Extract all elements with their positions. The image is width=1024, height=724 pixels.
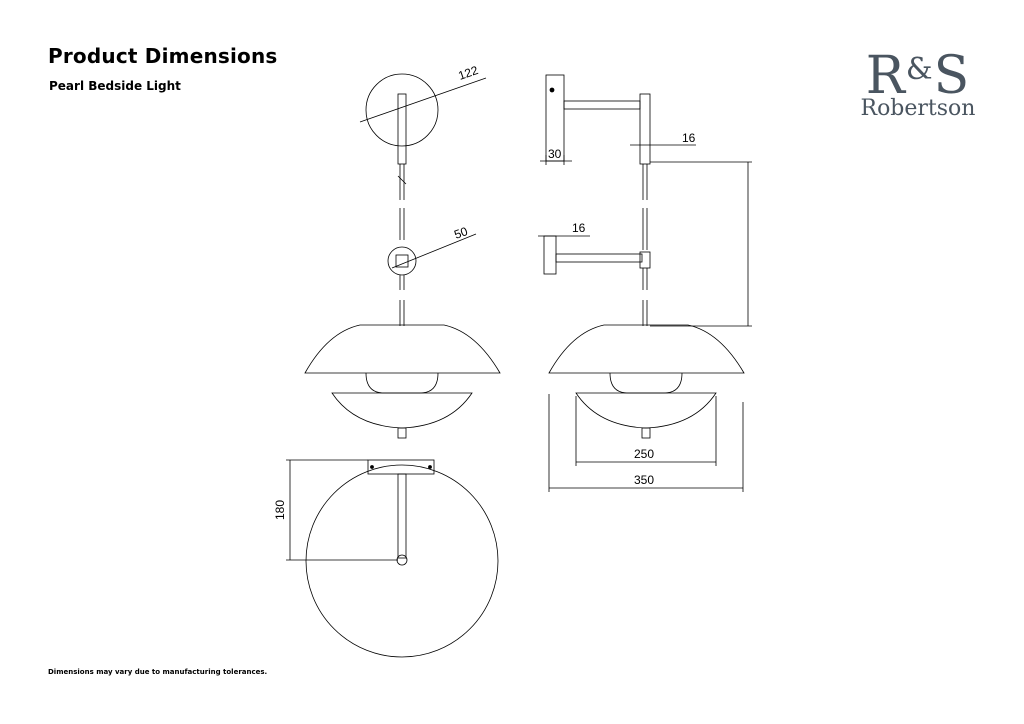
side-upper-arm	[563, 100, 641, 110]
dim-label-16-upper: 16	[682, 131, 696, 145]
side-lower-joint	[639, 251, 651, 269]
front-upper-stem	[397, 93, 407, 165]
side-lower-mount	[543, 235, 557, 275]
side-screw	[549, 87, 555, 93]
dim-label-16-lower: 16	[572, 221, 586, 235]
front-stem-to-shade	[399, 300, 405, 326]
dim-label-350: 350	[634, 473, 654, 487]
side-outer-shade	[548, 324, 745, 374]
front-switch	[397, 427, 407, 439]
dim-line-50	[391, 233, 477, 269]
side-inner-bowl	[575, 392, 717, 429]
dim-label-122: 122	[456, 63, 480, 83]
side-upper-stem	[639, 93, 651, 165]
front-stem-break-upper	[397, 164, 407, 200]
dim-label-180: 180	[273, 500, 287, 520]
backplate-disc	[365, 73, 439, 147]
side-switch	[641, 427, 651, 439]
side-view	[538, 74, 752, 492]
side-stem-mid	[642, 208, 648, 250]
dim-line-122	[359, 77, 487, 123]
plan-shade-circle	[305, 464, 499, 658]
side-stem-to-shade	[642, 300, 648, 326]
side-bulb	[609, 372, 683, 394]
logo-monogram: R&S	[865, 46, 971, 106]
dim-label-250: 250	[634, 447, 654, 461]
plan-arm	[397, 473, 407, 559]
dim-label-30: 30	[548, 147, 562, 161]
plan-stem-end	[396, 554, 408, 566]
front-bulb	[365, 372, 439, 394]
brand-logo: R&S Robertson	[848, 42, 988, 120]
joint-block	[395, 254, 409, 268]
page-title: Product Dimensions	[48, 44, 278, 68]
plan-backplate	[367, 459, 435, 475]
product-name: Pearl Bedside Light	[49, 79, 181, 93]
front-inner-bowl	[331, 392, 473, 429]
front-stem-mid	[399, 208, 405, 240]
side-stem-break-upper	[642, 164, 648, 200]
side-lower-arm	[555, 253, 643, 263]
tolerance-note: Dimensions may vary due to manufacturing…	[48, 668, 268, 676]
dim-label-50: 50	[452, 224, 470, 242]
plan-view	[286, 459, 499, 658]
front-view	[304, 73, 501, 439]
side-stem-lower	[642, 268, 648, 290]
joint-disc	[387, 246, 417, 276]
front-outer-shade	[304, 324, 501, 374]
logo-wordmark: Robertson	[860, 96, 976, 121]
front-stem-lower	[399, 275, 405, 290]
